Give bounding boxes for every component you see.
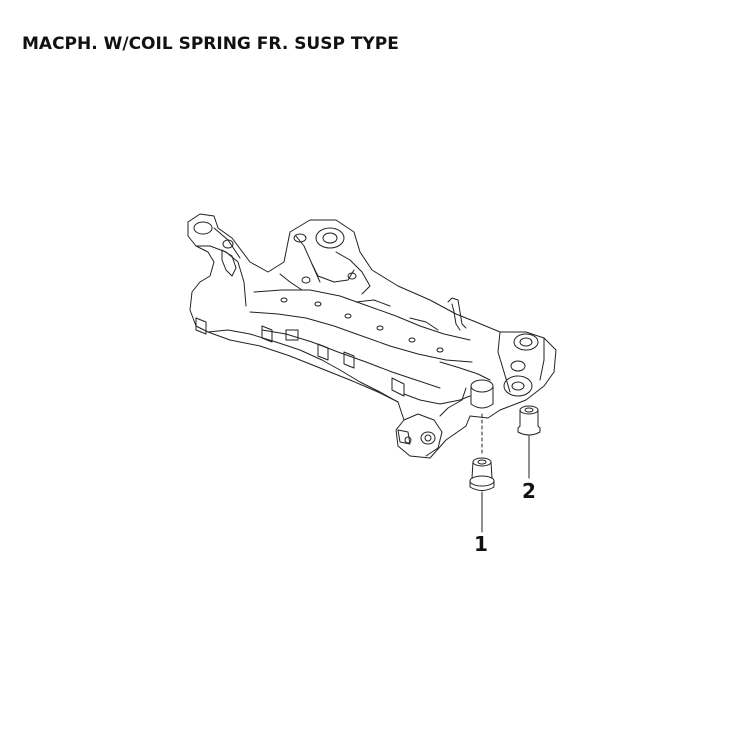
callout-number-1: 1 <box>474 532 488 556</box>
front-subframe <box>187 213 557 459</box>
diagram-title: MACPH. W/COIL SPRING FR. SUSP TYPE <box>22 34 399 54</box>
bushing-part-2 <box>517 405 541 436</box>
callout-number-2: 2 <box>522 479 536 503</box>
bushing-part-1 <box>469 457 495 491</box>
